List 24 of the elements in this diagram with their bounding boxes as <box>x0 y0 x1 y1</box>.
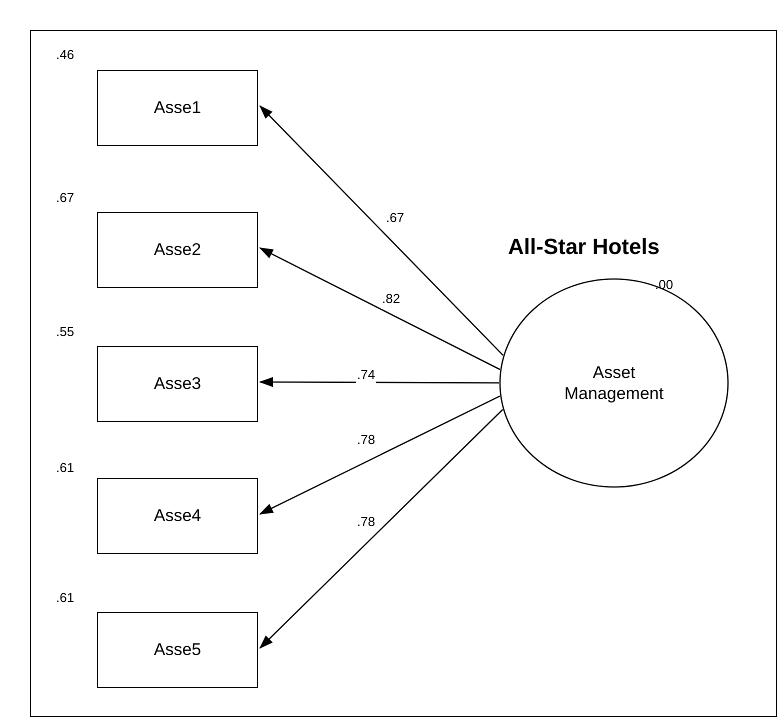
observed-variable-box <box>97 478 258 554</box>
variable-name: Asset Management <box>563 362 665 404</box>
latent-variable-ellipse <box>499 278 729 488</box>
variable-name: Asse1 <box>154 97 202 119</box>
variance-value: .00 <box>655 276 674 294</box>
variance-value: .46 <box>56 46 74 64</box>
observed-variable-box <box>97 346 258 422</box>
arrow <box>259 377 499 388</box>
variable-name: Asse3 <box>154 373 202 395</box>
variance-value: .61 <box>56 459 74 477</box>
observed-variable-box <box>97 212 258 288</box>
arrow <box>259 105 504 356</box>
variable-name: Asse4 <box>154 505 202 527</box>
observed-variable-box <box>97 612 258 688</box>
arrow <box>259 247 500 370</box>
variance-value: .67 <box>56 189 74 207</box>
variable-name: Asse5 <box>154 639 202 661</box>
variable-name: Asse2 <box>154 239 202 261</box>
arrow <box>259 396 500 515</box>
arrow <box>259 409 504 649</box>
variance-value: .55 <box>56 323 74 341</box>
diagram-title: All-Star Hotels <box>508 233 660 261</box>
observed-variable-box <box>97 70 258 146</box>
variance-value: .61 <box>56 589 74 607</box>
